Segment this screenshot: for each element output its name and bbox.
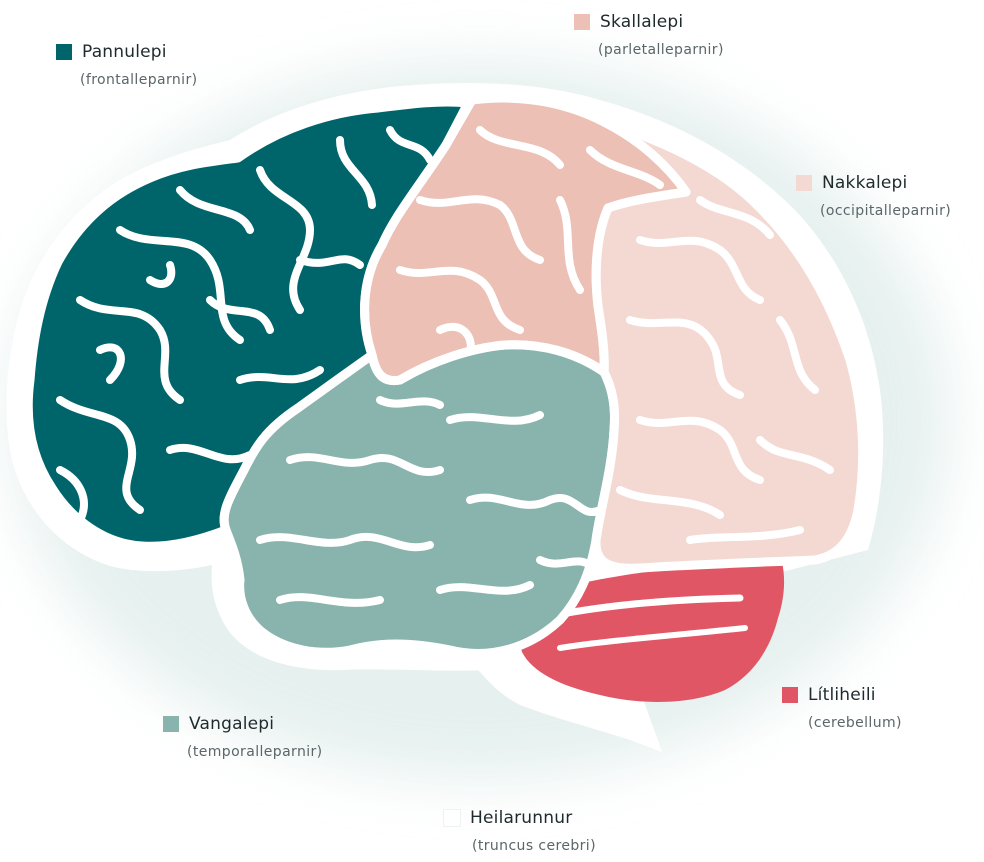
frontal-lobe-latin: (frontalleparnir)	[80, 72, 198, 88]
cerebellum-swatch	[782, 687, 798, 703]
temporal-lobe-latin: (temporalleparnir)	[187, 744, 323, 760]
parietal-lobe-swatch	[574, 14, 590, 30]
brainstem-label: Heilarunnur (truncus cerebri)	[444, 808, 596, 854]
parietal-lobe-name: Skallalepi	[600, 12, 683, 32]
cerebellum-label: Lítliheili (cerebellum)	[782, 685, 902, 731]
temporal-lobe-label: Vangalepi (temporalleparnir)	[163, 714, 323, 760]
temporal-lobe-name: Vangalepi	[189, 714, 274, 734]
cerebellum-name: Lítliheili	[808, 685, 876, 705]
temporal-lobe-swatch	[163, 716, 179, 732]
parietal-lobe-label: Skallalepi (parletalleparnir)	[574, 12, 724, 58]
parietal-lobe-latin: (parletalleparnir)	[598, 42, 724, 58]
frontal-lobe-swatch	[56, 44, 72, 60]
occipital-lobe-label: Nakkalepi (occipitalleparnir)	[796, 173, 951, 219]
cerebellum-latin: (cerebellum)	[808, 715, 902, 731]
frontal-lobe-label: Pannulepi (frontalleparnir)	[56, 42, 198, 88]
brainstem-swatch	[444, 810, 460, 826]
brainstem-latin: (truncus cerebri)	[472, 838, 596, 854]
brainstem-name: Heilarunnur	[470, 808, 572, 828]
occipital-lobe-latin: (occipitalleparnir)	[820, 203, 951, 219]
occipital-lobe-swatch	[796, 175, 812, 191]
occipital-lobe-name: Nakkalepi	[822, 173, 907, 193]
frontal-lobe-name: Pannulepi	[82, 42, 167, 62]
